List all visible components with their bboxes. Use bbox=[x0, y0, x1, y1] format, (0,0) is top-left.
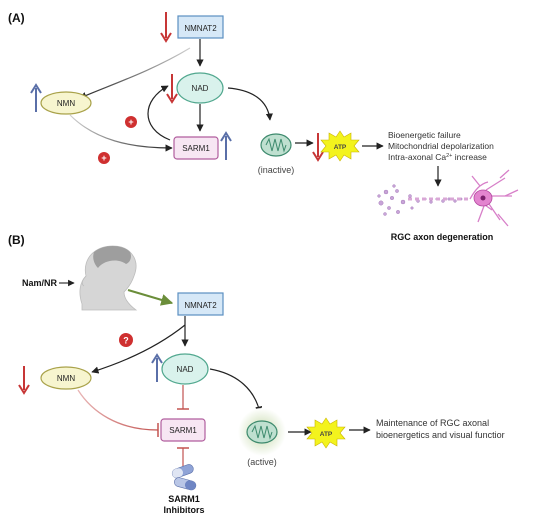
inhibit-nmn-sarm1 bbox=[77, 389, 159, 437]
up-arrow-icon bbox=[30, 83, 42, 112]
sarm1-box: SARM1 bbox=[173, 136, 219, 160]
inhibit-inhibitors-sarm1 bbox=[177, 447, 189, 468]
sarm1-label: SARM1 bbox=[169, 426, 197, 435]
calcium-suffix: increase bbox=[452, 152, 487, 162]
nmnat2-label: NMNAT2 bbox=[184, 24, 217, 33]
atp-burst: ATP bbox=[320, 130, 360, 162]
outcome-text: Mitochondrial depolarization bbox=[388, 141, 494, 151]
mitochondrion-state: (active) bbox=[247, 457, 277, 467]
atp-label: ATP bbox=[334, 144, 347, 151]
outcome-text-calcium: Intra-axonal Ca2+ increase bbox=[388, 152, 487, 162]
arrow-nmnat2-nmn bbox=[79, 47, 191, 99]
atp-burst: ATP bbox=[306, 417, 346, 449]
nmn-label: NMN bbox=[57, 99, 75, 108]
inhibitors-label: Inhibitors bbox=[164, 505, 205, 515]
arrow-supplement-nmnat2 bbox=[127, 289, 174, 306]
arrow-nmn-sarm1 bbox=[69, 114, 173, 152]
question-badge: ? bbox=[119, 333, 133, 347]
calcium-superscript: 2+ bbox=[446, 153, 452, 159]
outcome-text: bioenergetics and visual functior bbox=[376, 430, 505, 440]
plus-badge: + bbox=[98, 152, 110, 164]
down-arrow-icon bbox=[18, 366, 30, 395]
sarm1-box: SARM1 bbox=[160, 418, 206, 442]
plus-badge: + bbox=[125, 116, 137, 128]
down-arrow-icon bbox=[166, 74, 178, 104]
nmn-label: NMN bbox=[57, 374, 75, 383]
up-arrow-icon bbox=[220, 131, 232, 160]
mitochondrion-state: (inactive) bbox=[258, 165, 295, 175]
question-label: ? bbox=[123, 336, 129, 346]
nad-label: NAD bbox=[192, 84, 209, 93]
panel-b-label: (B) bbox=[8, 233, 25, 247]
calcium-prefix: Intra-axonal Ca bbox=[388, 152, 446, 162]
arrow-nmnat2-nmn bbox=[91, 324, 186, 374]
down-arrow-icon bbox=[312, 133, 324, 162]
mitochondrion-icon bbox=[260, 133, 292, 157]
arrow-nad-mitochondrion bbox=[227, 87, 273, 121]
outcome-text: Bioenergetic failure bbox=[388, 130, 461, 140]
degeneration-title: RGC axon degeneration bbox=[391, 232, 494, 242]
nmnat2-box: NMNAT2 bbox=[177, 292, 224, 316]
inhibitors-label: SARM1 bbox=[168, 494, 200, 504]
nmnat2-box: NMNAT2 bbox=[177, 15, 224, 39]
atp-label: ATP bbox=[320, 431, 333, 438]
head-profile-icon bbox=[79, 245, 138, 311]
plus-label: + bbox=[128, 117, 133, 127]
mitochondrion-icon bbox=[246, 420, 278, 444]
plus-label: + bbox=[101, 153, 106, 163]
degenerating-neuron-icon bbox=[377, 169, 519, 227]
nmn-oval: NMN bbox=[40, 91, 92, 115]
nam-nr-label: Nam/NR bbox=[22, 278, 58, 288]
arrow-nad-mitochondrion bbox=[209, 368, 263, 414]
sarm1-label: SARM1 bbox=[182, 144, 210, 153]
panel-a-label: (A) bbox=[8, 11, 25, 25]
down-arrow-icon bbox=[160, 12, 172, 43]
up-arrow-icon bbox=[151, 353, 163, 382]
inhibit-nad-sarm1 bbox=[177, 385, 189, 410]
nad-oval: NAD bbox=[176, 72, 224, 104]
nmn-oval: NMN bbox=[40, 366, 92, 390]
nad-label: NAD bbox=[177, 365, 194, 374]
pills-icon bbox=[171, 464, 197, 491]
nad-oval: NAD bbox=[161, 353, 209, 385]
outcome-text: Maintenance of RGC axonal bbox=[376, 418, 489, 428]
nmnat2-label: NMNAT2 bbox=[184, 301, 217, 310]
arrow-sarm1-nad-feedback bbox=[147, 85, 171, 141]
